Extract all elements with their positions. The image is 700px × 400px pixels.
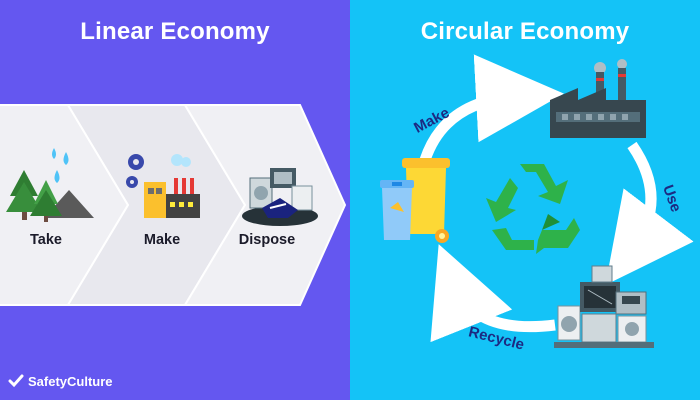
circular-economy-panel: Circular Economy Make Use Recycle (350, 0, 700, 400)
factory-icon (550, 59, 646, 138)
gear-icon (123, 152, 147, 176)
cycle-arrows (419, 54, 694, 343)
waste-pile-icon (242, 168, 318, 226)
brand-check-icon (8, 374, 24, 388)
arrow-icon (430, 244, 556, 343)
factory-icon (126, 154, 200, 218)
waste-pile-icon (554, 265, 654, 348)
linear-economy-panel: Linear Economy Take (0, 0, 350, 400)
step-make-label: Make (143, 232, 181, 248)
arrow-icon (419, 54, 564, 162)
linear-title: Linear Economy (80, 18, 270, 45)
step-take-label: Take (30, 232, 62, 248)
water-drop-icon (52, 148, 69, 183)
tree-icon (6, 170, 94, 222)
step-dispose-label: Dispose (238, 232, 296, 248)
recycle-icon (486, 164, 580, 254)
circular-title: Circular Economy (420, 18, 630, 45)
brand-logo: SafetyCulture (8, 373, 113, 389)
brand-name: SafetyCulture (28, 373, 113, 389)
arrow-icon (605, 141, 694, 286)
bin-icon (380, 158, 450, 243)
